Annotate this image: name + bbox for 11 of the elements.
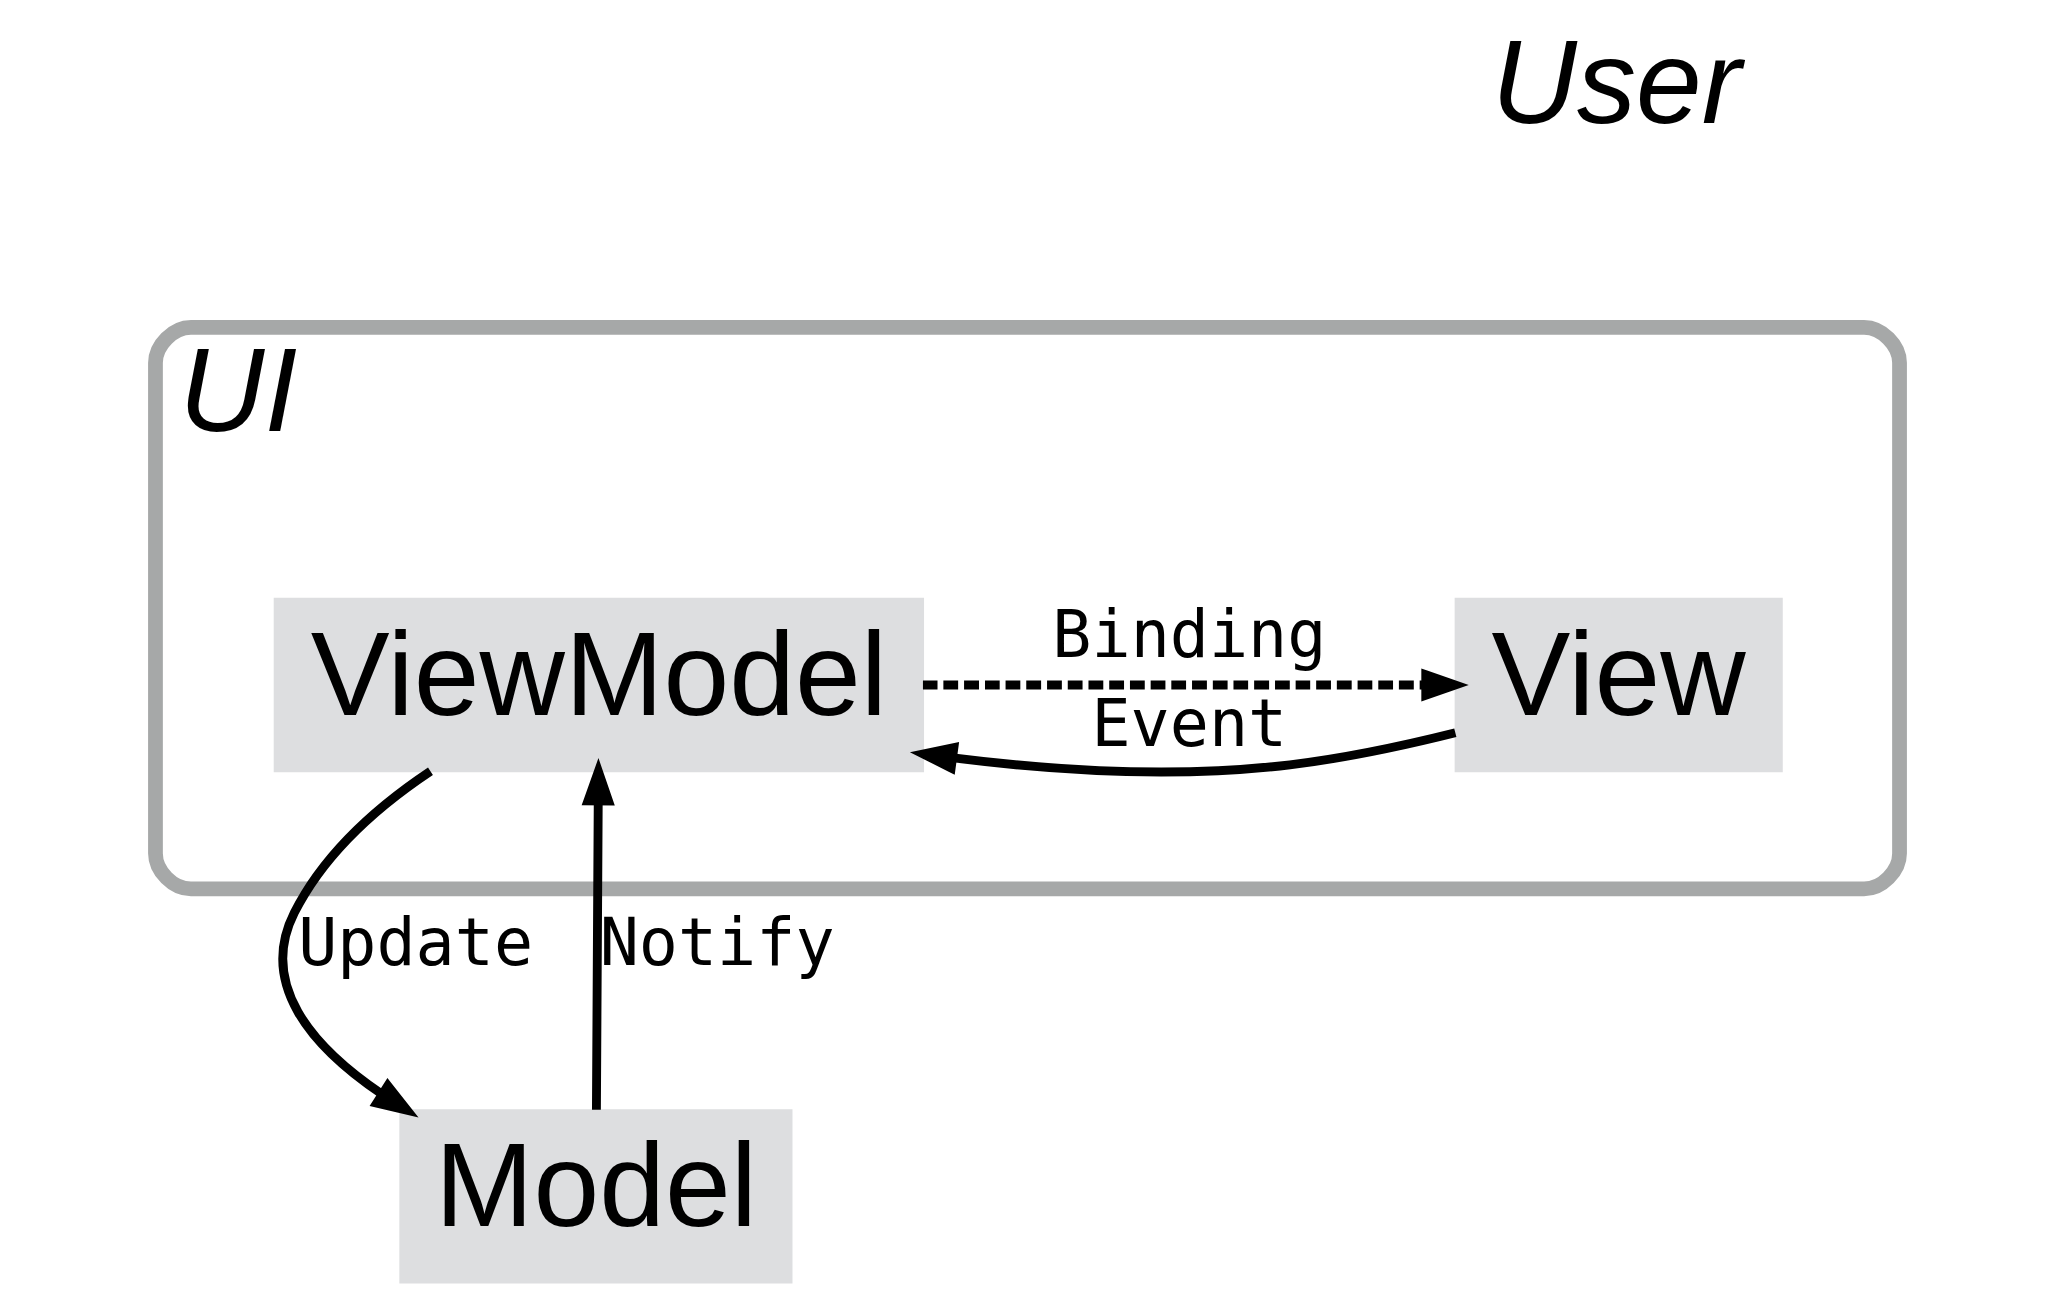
node-box: ViewModel bbox=[273, 597, 924, 773]
arrow bbox=[581, 758, 615, 1110]
edge-label: Update bbox=[297, 904, 533, 980]
node-box: View bbox=[1454, 597, 1783, 773]
arrow bbox=[922, 668, 1469, 702]
arrow bbox=[909, 728, 1456, 777]
arrow bbox=[278, 767, 433, 1118]
node-box: Model bbox=[398, 1109, 792, 1284]
edge-label: Notify bbox=[599, 904, 835, 980]
edge-label: Binding bbox=[1051, 597, 1326, 673]
edge-label: Event bbox=[1090, 685, 1287, 761]
